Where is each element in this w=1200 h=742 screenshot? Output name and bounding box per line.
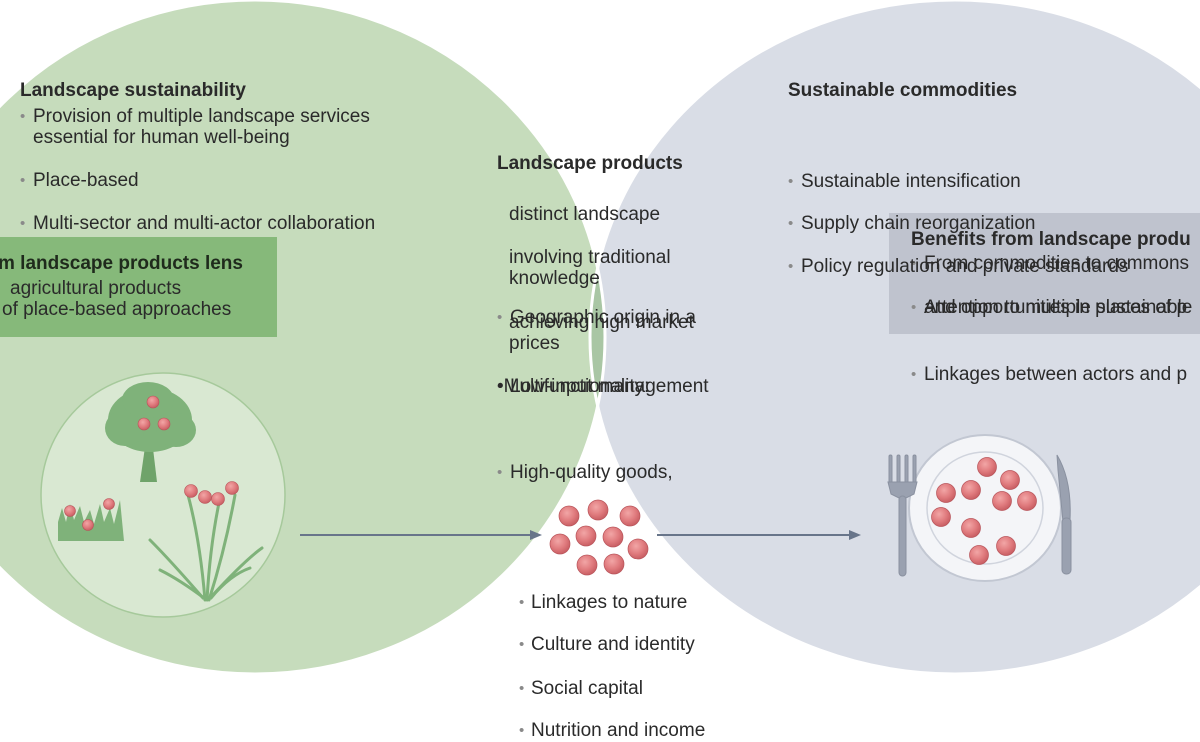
sustainable-commodities-title: Sustainable commodities <box>788 80 1018 101</box>
reed-plant-icon <box>148 493 264 602</box>
landscape-products-title: Landscape products <box>497 153 683 174</box>
lp-bullet-2-cont-1: involving traditional <box>509 247 671 268</box>
knife-icon <box>1056 454 1072 575</box>
ls-bullet-3: •Multi-sector and multi-actor collaborat… <box>20 213 376 234</box>
landscape-products-lens-box: m landscape products lens agricultural p… <box>0 237 277 337</box>
plate-icon <box>908 434 1062 582</box>
mf-item-3: •Social capital <box>519 677 643 699</box>
multifunctionality-label: •Multifunctionality: <box>497 376 650 397</box>
lens-box-line-1: agricultural products <box>10 278 182 299</box>
benefits-bullet-2-cont: and opportunities in places of p <box>924 297 1188 318</box>
sc-bullet-2: •Supply chain reorganization <box>788 213 1036 234</box>
sc-bullet-1: •Sustainable intensification <box>788 170 1021 192</box>
lp-bullet-3: •High-quality goods, <box>497 462 673 483</box>
benefits-bullet-2: •Attention to multiple sustainable <box>911 296 1193 318</box>
mf-item-1: •Linkages to nature <box>519 591 688 613</box>
venn-diagram <box>0 0 1200 675</box>
flow-arrow-left <box>300 530 542 540</box>
lp-bullet-1-cont: distinct landscape <box>509 204 661 225</box>
lp-bullet-1: •Geographic origin in a <box>497 307 696 328</box>
fruit-cluster-icon <box>549 499 649 576</box>
lp-bullet-3-cont-1: achieving high market <box>509 312 694 333</box>
ls-bullet-1-cont: essential for human well-being <box>33 127 290 148</box>
mf-item-4: •Nutrition and income <box>519 720 706 741</box>
mf-item-2: •Culture and identity <box>519 634 695 655</box>
benefits-bullet-3: •Linkages between actors and p <box>911 364 1188 385</box>
benefits-box: Benefits from landscape produ •From comm… <box>889 213 1200 385</box>
lens-box-line-2: of place-based approaches <box>2 299 232 320</box>
fork-icon <box>887 454 918 577</box>
benefits-box-title: Benefits from landscape produ <box>911 229 1191 250</box>
landscape-illustration-circle <box>40 372 286 618</box>
lp-bullet-2-cont-2: knowledge <box>509 268 600 289</box>
landscape-sustainability-title: Landscape sustainability <box>20 80 246 101</box>
tree-fruits <box>137 395 171 431</box>
ls-bullet-1: •Provision of multiple landscape service… <box>20 106 370 127</box>
plate-fruits <box>931 457 1037 565</box>
sc-bullet-3: •Policy regulation and private standards <box>788 255 1129 277</box>
lp-bullet-2: •Low-input management <box>497 375 709 397</box>
lp-bullet-3-cont-2: prices <box>509 333 560 354</box>
benefits-bullet-1: •From commodities to commons <box>911 253 1190 274</box>
lens-box-title: m landscape products lens <box>0 253 243 274</box>
flow-arrow-right <box>657 530 861 540</box>
ls-bullet-2: •Place-based <box>20 169 139 191</box>
